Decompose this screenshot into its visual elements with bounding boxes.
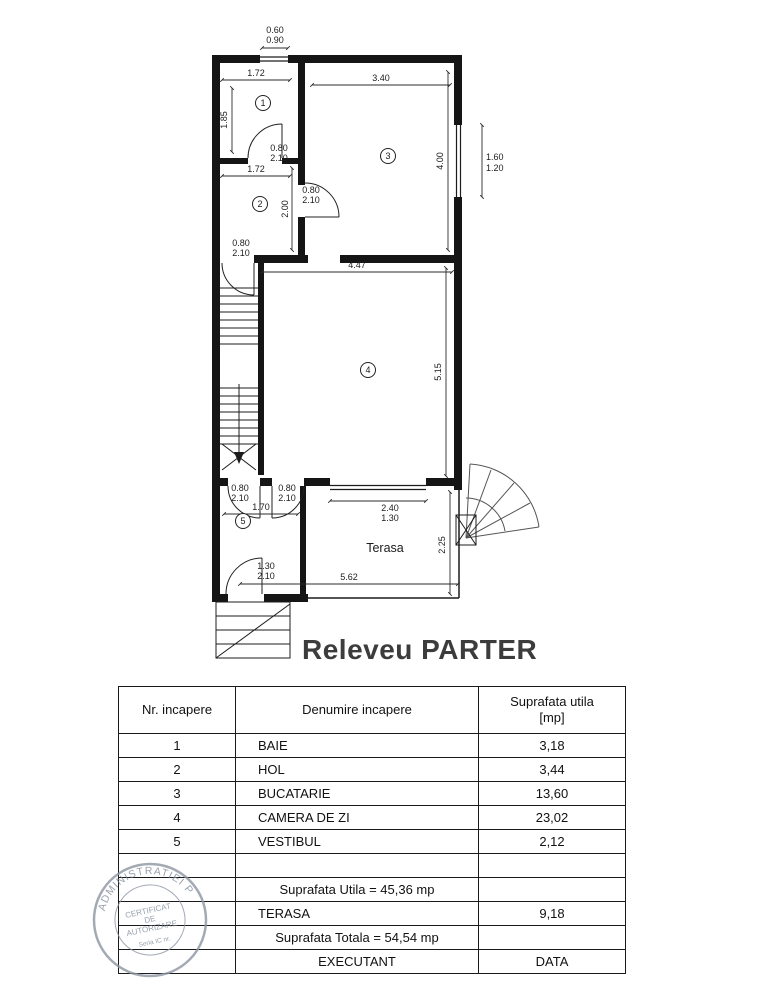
row-area: 3,44	[479, 758, 626, 782]
dim-label: 5.15	[433, 363, 443, 381]
stairs-upper	[220, 287, 258, 345]
exterior-steps	[215, 601, 291, 659]
dim-label: 1.30	[381, 513, 399, 523]
row-name: VESTIBUL	[236, 830, 479, 854]
area-table: Nr. incapere Denumire incapere Suprafata…	[118, 686, 626, 974]
dim-label: 1.60	[486, 152, 504, 162]
empty-cell	[119, 902, 236, 926]
row-nr: 1	[119, 734, 236, 758]
doors	[221, 123, 340, 595]
dim-label: 0.80	[270, 143, 288, 153]
fan-steps	[465, 463, 540, 539]
dim-label: 0.80	[232, 238, 250, 248]
row-name: BAIE	[236, 734, 479, 758]
dim-label: 0.80	[302, 185, 320, 195]
row-nr: 2	[119, 758, 236, 782]
room-number-5: 5	[240, 516, 245, 526]
row-name: CAMERA DE ZI	[236, 806, 479, 830]
empty-cell	[479, 878, 626, 902]
empty-cell	[119, 854, 236, 878]
empty-cell	[119, 926, 236, 950]
room-numbers: 1 2 3 4 5	[235, 95, 396, 529]
dim-label: 1.20	[486, 163, 504, 173]
terrace-edge	[306, 490, 460, 599]
room-number-3: 3	[385, 151, 390, 161]
data-cell: DATA	[479, 950, 626, 974]
row-area: 23,02	[479, 806, 626, 830]
room-number-1: 1	[260, 98, 265, 108]
dim-label: 1.70	[252, 502, 270, 512]
dim-label: 0.60	[266, 25, 284, 35]
dim-label: 1.72	[247, 68, 265, 78]
dim-label: 2.10	[278, 493, 296, 503]
dim-label: 2.10	[270, 153, 288, 163]
row-name: BUCATARIE	[236, 782, 479, 806]
empty-cell	[479, 926, 626, 950]
dimension-labels: 0.60 0.90 1.72 3.40 1.85 4.00 1.60 1.20 …	[219, 25, 504, 582]
row-name: HOL	[236, 758, 479, 782]
col-header-nr: Nr. incapere	[119, 687, 236, 734]
dim-label: 2.10	[232, 248, 250, 258]
dim-label: 0.80	[278, 483, 296, 493]
terasa-row-area: 9,18	[479, 902, 626, 926]
dim-label: 2.10	[302, 195, 320, 205]
executant-cell: EXECUTANT	[236, 950, 479, 974]
empty-cell	[479, 854, 626, 878]
walls	[212, 55, 462, 602]
windows	[260, 55, 462, 491]
col-header-area-line1: Suprafata utila	[510, 694, 594, 710]
row-area: 3,18	[479, 734, 626, 758]
dim-label: 0.90	[266, 35, 284, 45]
col-header-area: Suprafata utila [mp]	[479, 687, 626, 734]
pillar-mark	[455, 514, 477, 546]
certification-stamp: ADMINISTRATIEI PU CERTIFICAT DE AUTORIZA…	[88, 850, 208, 978]
row-area: 13,60	[479, 782, 626, 806]
dim-label: 2.40	[381, 503, 399, 513]
dim-label: 1.72	[247, 164, 265, 174]
dim-label: 2.10	[231, 493, 249, 503]
empty-cell	[119, 950, 236, 974]
plan-title: Releveu PARTER	[302, 634, 538, 665]
room-number-2: 2	[257, 199, 262, 209]
dim-label: 2.10	[257, 571, 275, 581]
stamp-line4: Seria IC nr.	[138, 935, 171, 949]
dim-label: 1.30	[257, 561, 275, 571]
dim-label: 5.62	[340, 572, 358, 582]
dim-label: 2.25	[437, 536, 447, 554]
col-header-name: Denumire incapere	[236, 687, 479, 734]
floor-plan: 0.60 0.90 1.72 3.40 1.85 4.00 1.60 1.20 …	[212, 25, 540, 659]
col-header-area-line2: [mp]	[539, 710, 565, 725]
dim-label: 3.40	[372, 73, 390, 83]
row-nr: 3	[119, 782, 236, 806]
stamp-line2: DE	[144, 914, 157, 925]
room-number-4: 4	[365, 365, 370, 375]
subtotal-utila: Suprafata Utila = 45,36 mp	[236, 878, 479, 902]
empty-cell	[119, 878, 236, 902]
dim-label: 1.85	[219, 111, 229, 129]
terasa-row-name: TERASA	[236, 902, 479, 926]
empty-cell	[236, 854, 479, 878]
total-row: Suprafata Totala = 54,54 mp	[236, 926, 479, 950]
row-nr: 5	[119, 830, 236, 854]
dim-label: 0.80	[231, 483, 249, 493]
stairs-lower	[220, 384, 258, 471]
dim-label: 4.47	[348, 260, 366, 270]
dim-label: 4.00	[435, 152, 445, 170]
dim-label: 2.00	[280, 200, 290, 218]
terasa-label: Terasa	[366, 541, 404, 555]
row-area: 2,12	[479, 830, 626, 854]
row-nr: 4	[119, 806, 236, 830]
dimension-lines	[219, 45, 485, 597]
